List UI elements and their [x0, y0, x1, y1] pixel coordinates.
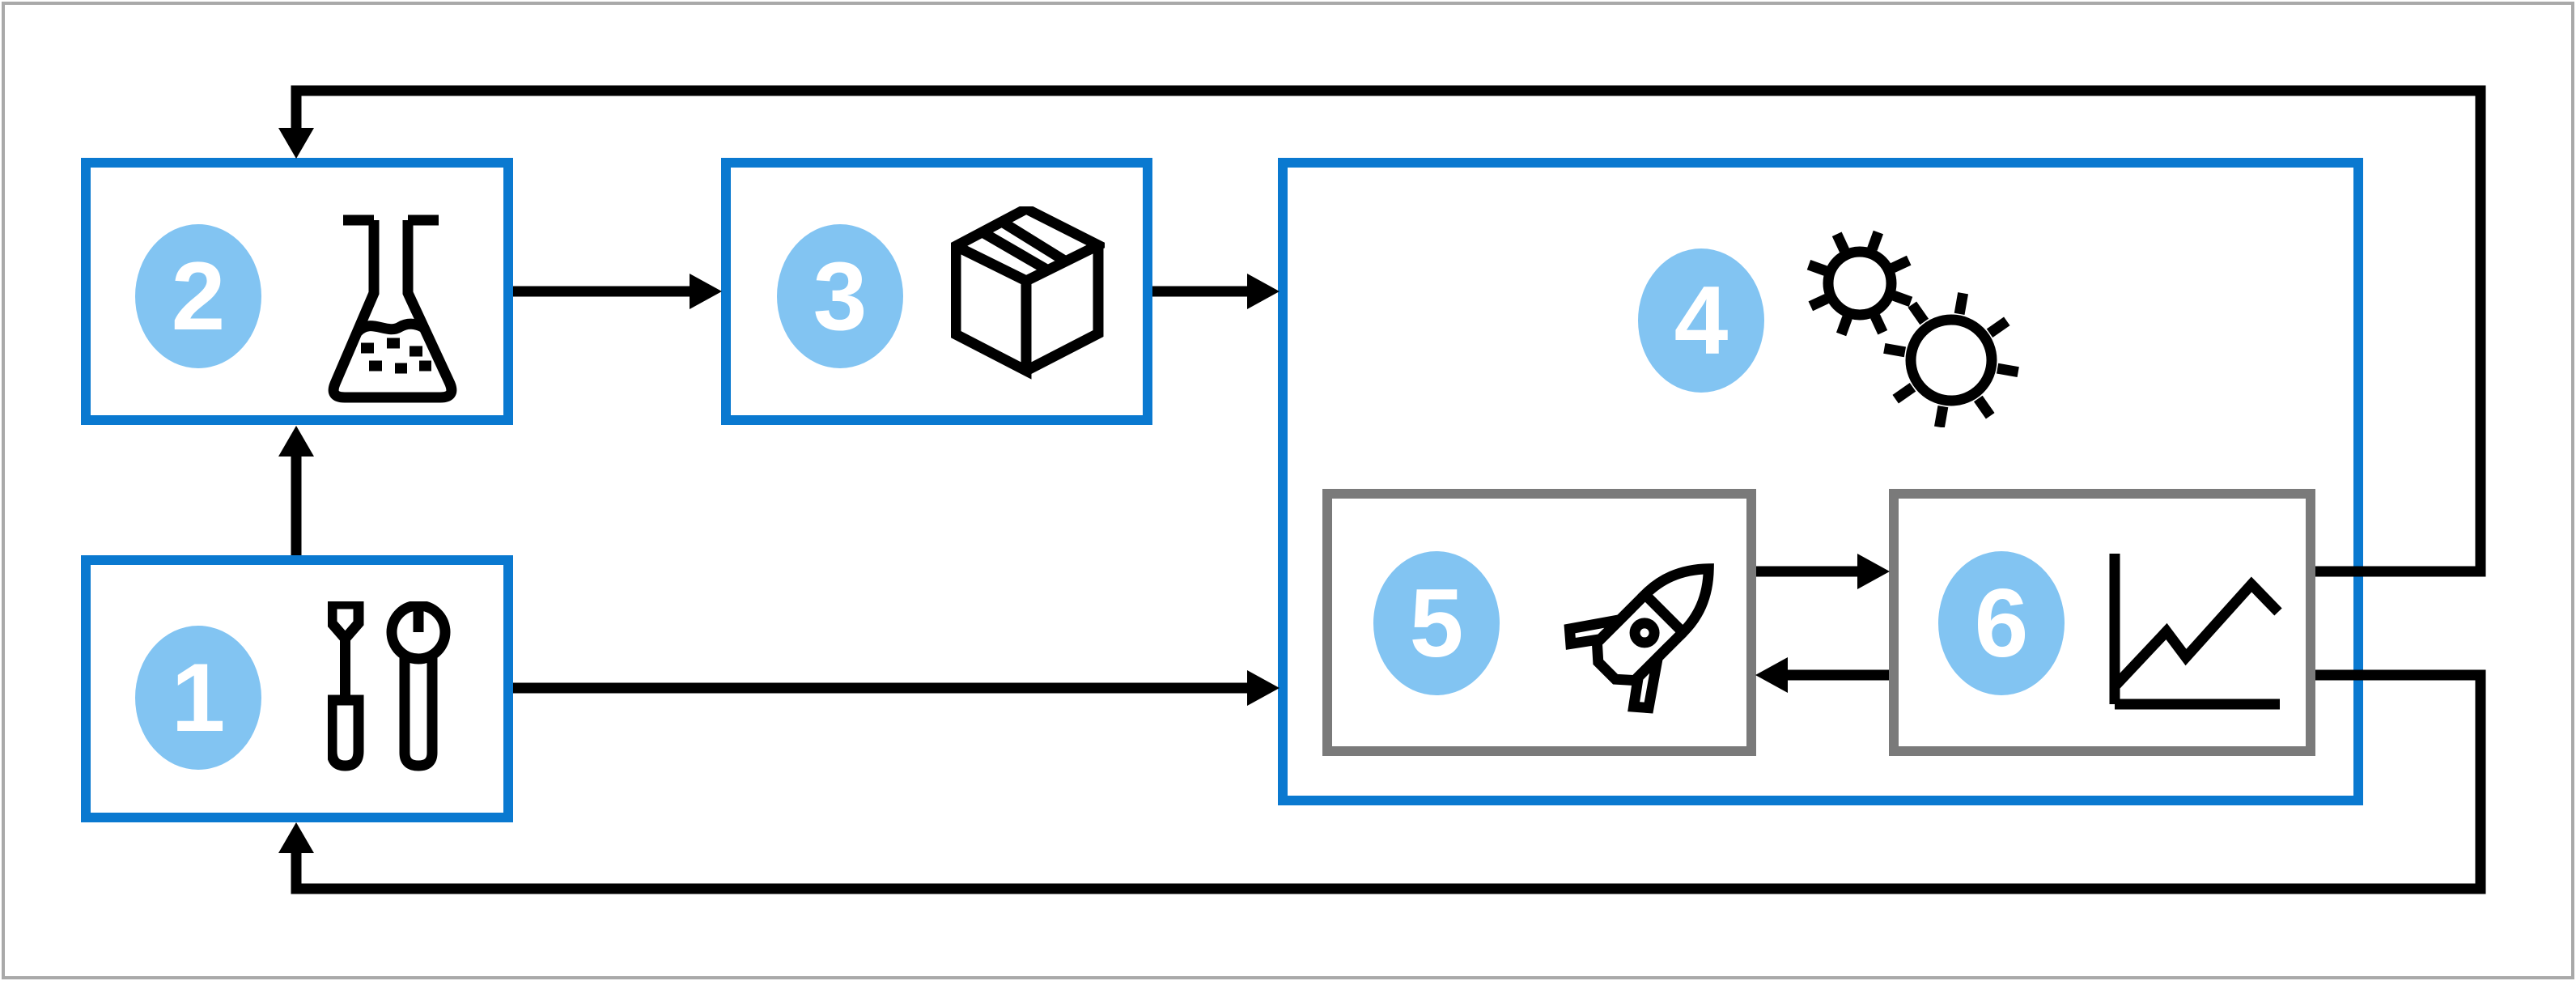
step-3-box: 3 [721, 158, 1152, 425]
package-icon [951, 206, 1105, 380]
step-4-badge: 4 [1638, 248, 1764, 393]
arrow-1-to-2 [278, 426, 314, 555]
flask-icon [328, 214, 457, 403]
step-2-box: 2 [81, 158, 513, 425]
step-5-badge: 5 [1373, 551, 1500, 695]
step-2-badge: 2 [135, 224, 261, 368]
step-6-box: 6 [1889, 489, 2315, 756]
arrow-3-to-4 [1152, 274, 1280, 309]
step-6-badge: 6 [1938, 551, 2065, 695]
arrow-2-to-3 [513, 274, 722, 309]
germs-icon [1806, 230, 2019, 427]
step-1-box: 1 [81, 555, 513, 822]
step-5-box: 5 [1322, 489, 1756, 756]
step-3-badge: 3 [777, 224, 903, 368]
step-4-box: 4 5 6 [1278, 158, 2363, 805]
tools-icon [328, 601, 451, 771]
step-1-badge: 1 [135, 626, 261, 770]
rocket-icon [1564, 563, 1714, 714]
arrow-1-to-4 [513, 670, 1280, 706]
chart-icon [2109, 554, 2282, 710]
